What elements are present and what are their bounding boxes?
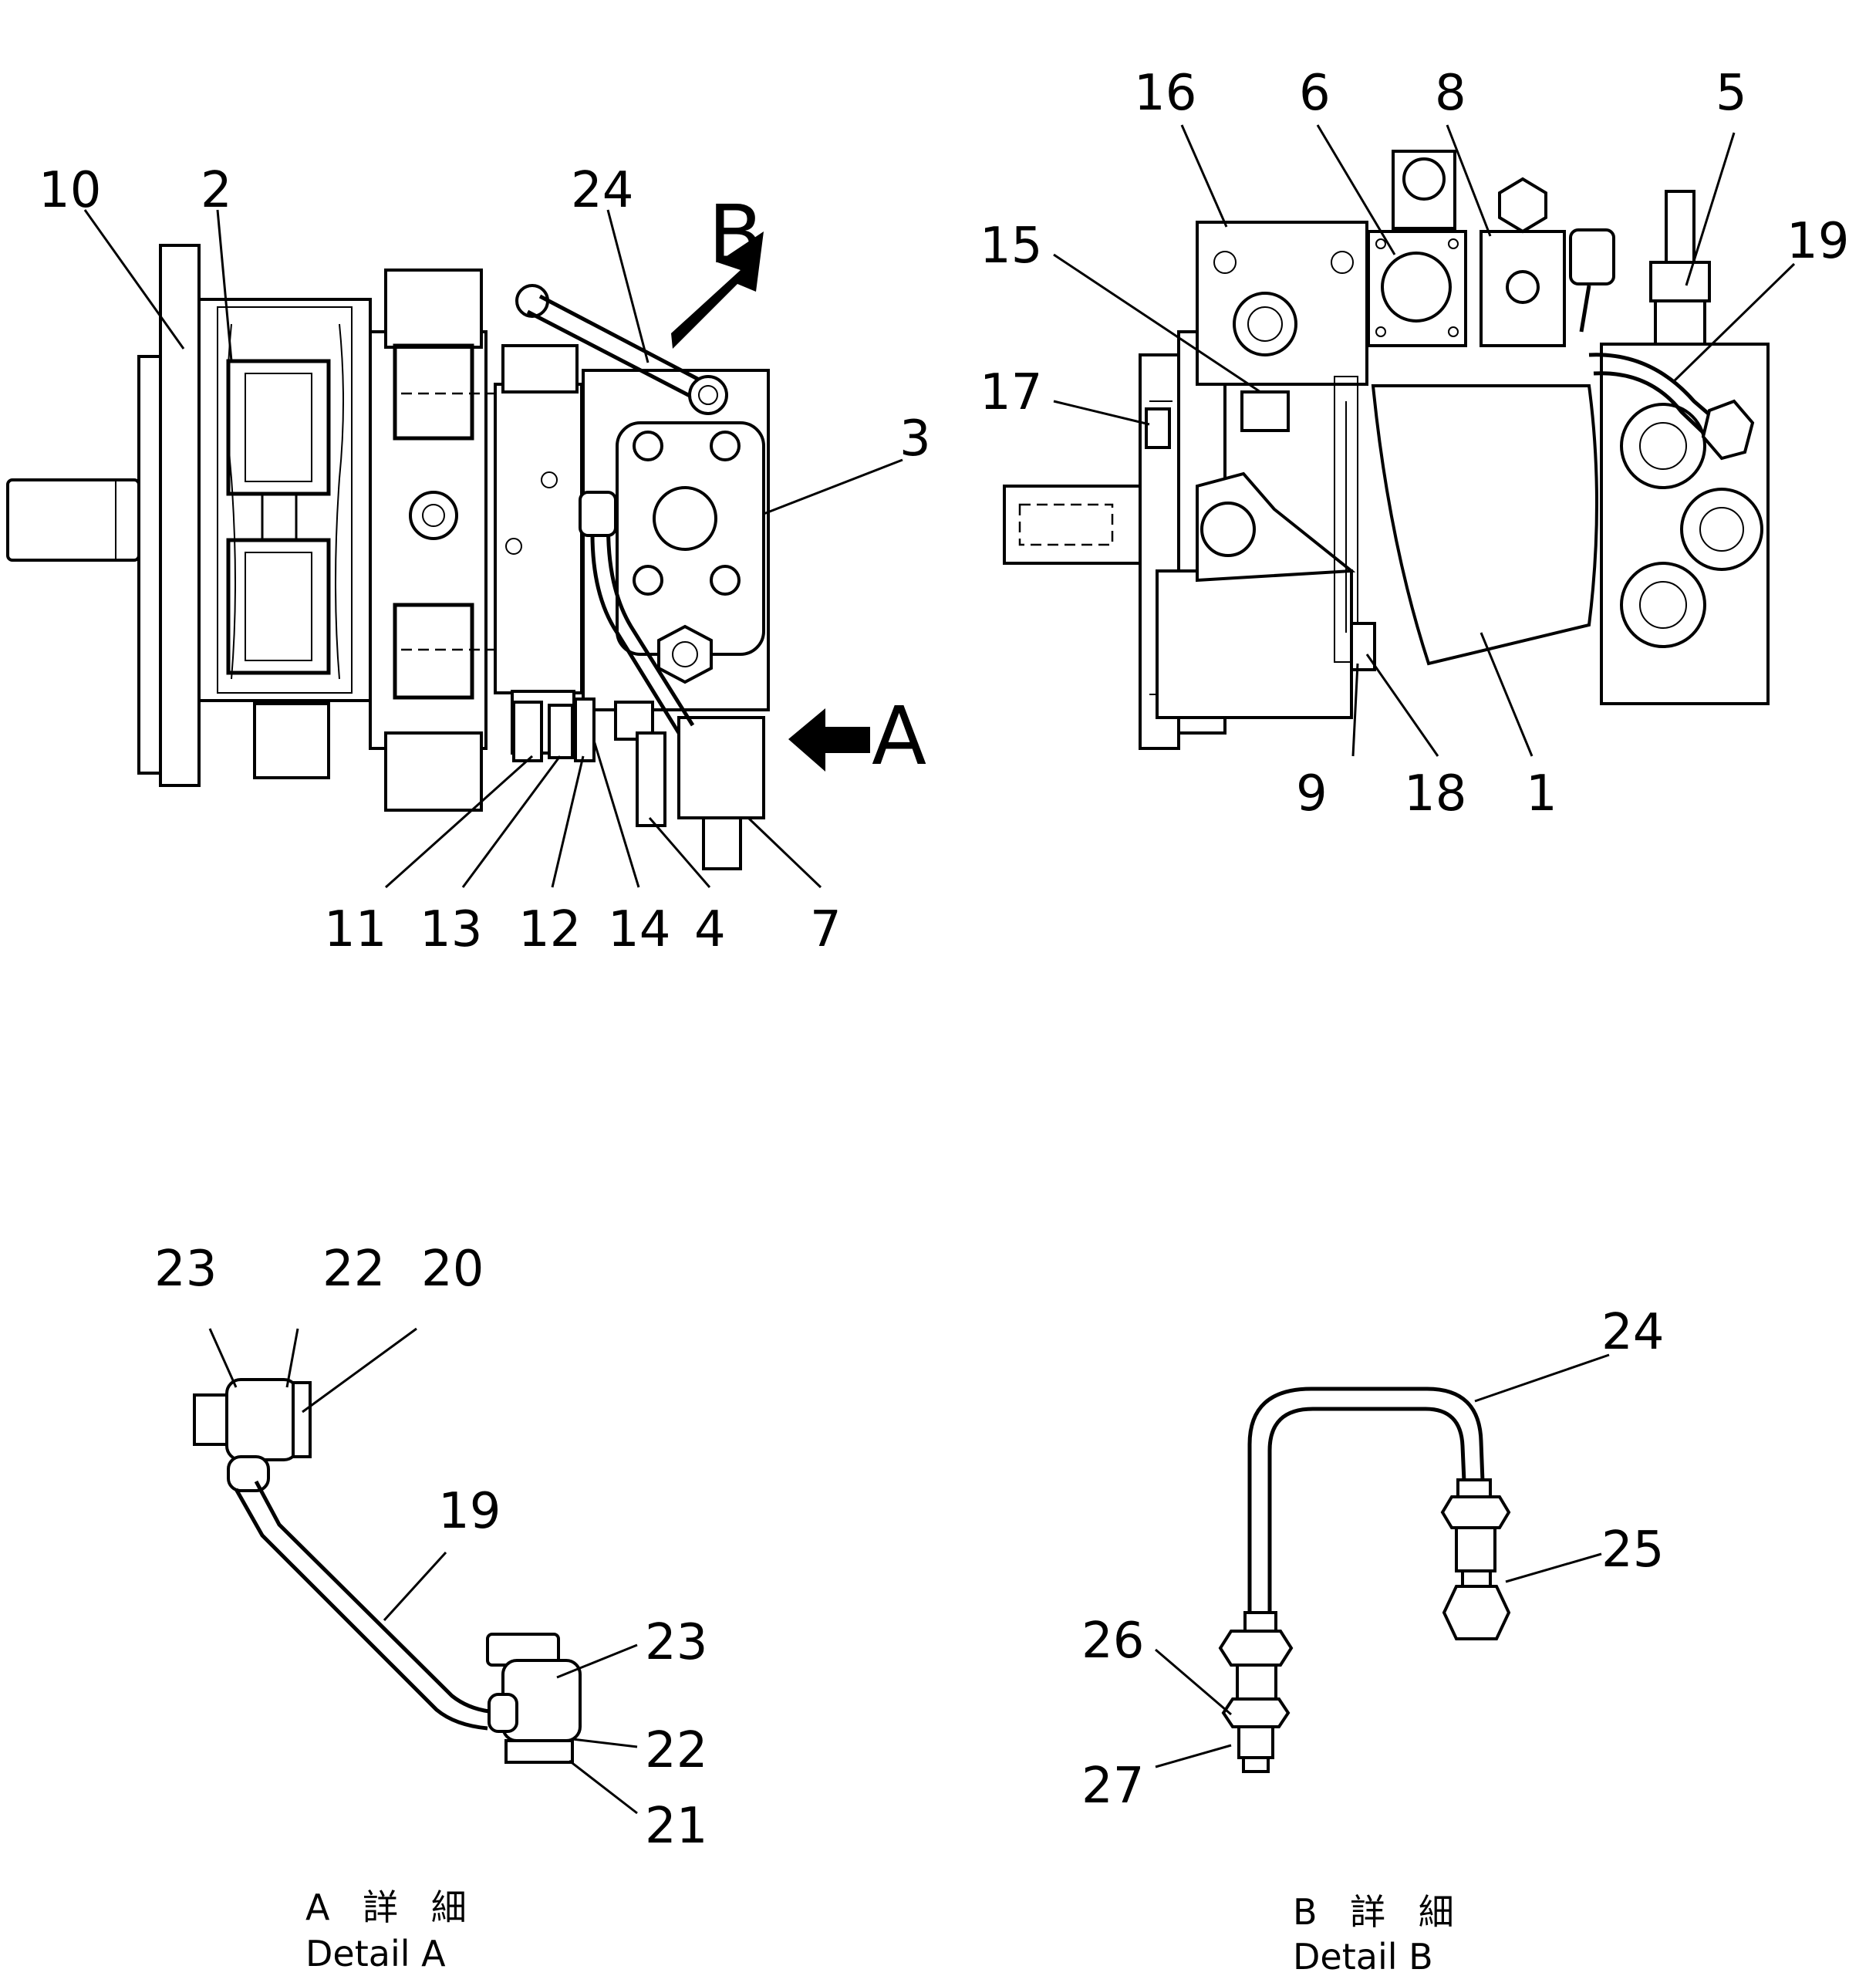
detail-b-callouts: 24 25 26 27 (1081, 1304, 1664, 1815)
callout-12: 12 (518, 901, 581, 958)
callout-23-upper: 23 (154, 1241, 217, 1298)
callout-25: 25 (1601, 1522, 1664, 1579)
callout-1: 1 (1526, 765, 1557, 822)
callout-9: 9 (1296, 765, 1328, 822)
side-view-assembly (6, 231, 870, 870)
callout-22-upper: 22 (322, 1241, 385, 1298)
callout-22-lower: 22 (645, 1722, 707, 1779)
callout-17: 17 (980, 364, 1042, 421)
callout-19-detail: 19 (438, 1483, 501, 1540)
detail-a-caption: A 詳 細 Detail A (305, 1886, 477, 1974)
callout-4: 4 (694, 901, 726, 958)
detail-a-callouts: 23 22 20 19 23 22 21 (154, 1241, 707, 1855)
callout-6: 6 (1299, 65, 1331, 122)
front-view-leaders (1053, 124, 1796, 757)
callout-27: 27 (1081, 1758, 1144, 1815)
callout-15: 15 (980, 218, 1042, 275)
side-view-callouts: 10 2 24 B 3 A 11 13 12 14 4 7 (39, 162, 931, 958)
detail-b-leaders (1155, 1353, 1610, 1768)
callout-16: 16 (1134, 65, 1196, 122)
callout-5: 5 (1716, 65, 1747, 122)
callout-26: 26 (1081, 1613, 1144, 1670)
callout-23-lower: 23 (645, 1614, 707, 1671)
callout-2: 2 (201, 162, 232, 219)
callout-24-detail: 24 (1601, 1304, 1664, 1361)
detail-b-caption-jp: B 詳 細 (1293, 1891, 1465, 1933)
callout-10: 10 (39, 162, 101, 219)
view-marker-b: B (708, 187, 763, 282)
side-view-leaders (83, 209, 903, 889)
callout-21: 21 (645, 1798, 707, 1855)
callout-13: 13 (420, 901, 482, 958)
front-view-callouts: 16 6 8 5 15 19 17 9 18 1 (980, 65, 1849, 822)
view-arrow-a-icon (788, 708, 870, 772)
callout-19: 19 (1787, 213, 1849, 270)
detail-b-caption-en: Detail B (1293, 1936, 1433, 1976)
detail-a-caption-jp: A 詳 細 (305, 1886, 477, 1928)
callout-14: 14 (608, 901, 670, 958)
detail-b-caption: B 詳 細 Detail B (1293, 1891, 1465, 1976)
detail-a-caption-en: Detail A (305, 1933, 446, 1974)
callout-11: 11 (324, 901, 386, 958)
view-marker-a: A (872, 689, 926, 783)
callout-18: 18 (1404, 765, 1466, 822)
callout-20: 20 (421, 1241, 484, 1298)
callout-8: 8 (1435, 65, 1466, 122)
callout-24: 24 (571, 162, 633, 219)
detail-b-pipe (1218, 1387, 1511, 1773)
view-arrow-b-icon (671, 231, 764, 349)
detail-a-leaders (208, 1327, 638, 1815)
callout-3: 3 (899, 410, 931, 468)
detail-a-pipe (193, 1378, 582, 1764)
callout-7: 7 (810, 901, 842, 958)
front-view-assembly (1003, 150, 1770, 750)
